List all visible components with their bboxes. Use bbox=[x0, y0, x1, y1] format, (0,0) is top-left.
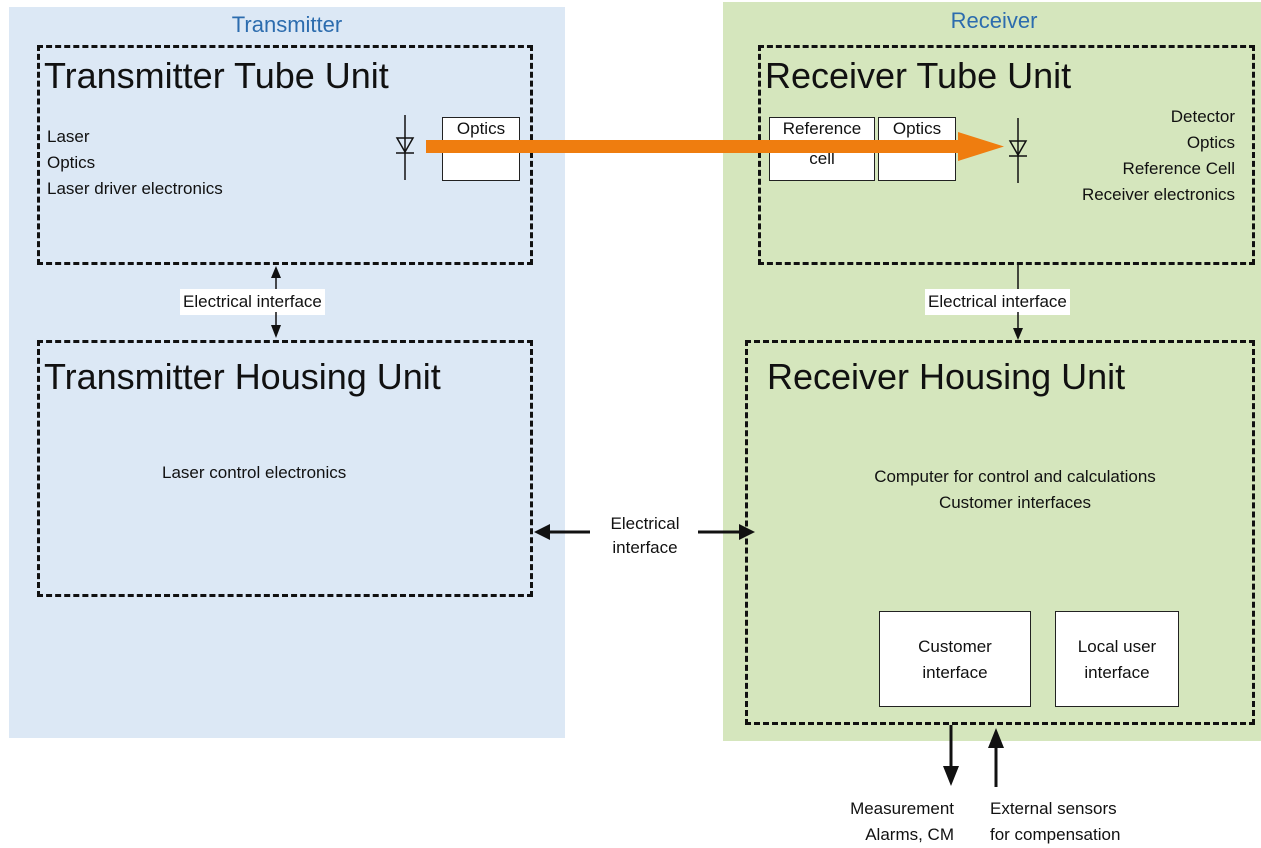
component-detector: Detector bbox=[1170, 107, 1235, 126]
transmitter-housing-unit-title: Transmitter Housing Unit bbox=[44, 356, 441, 397]
transmitter-housing-unit bbox=[37, 340, 533, 597]
component-optics: Optics bbox=[47, 153, 96, 172]
middle-interface-line1: Electrical bbox=[610, 514, 680, 533]
reference-cell-line2: cell bbox=[809, 149, 835, 168]
receiver-housing-components: Computer for control and calculations Cu… bbox=[820, 464, 1210, 516]
output-left-line1: Measurement bbox=[850, 799, 954, 818]
transmitter-interface-label: Electrical interface bbox=[180, 289, 325, 315]
transmitter-interface-arrow bbox=[271, 266, 281, 338]
component-receiver-electronics: Receiver electronics bbox=[1081, 185, 1235, 204]
output-right-line1: External sensors bbox=[990, 799, 1117, 818]
local-ui-line1: Local user bbox=[1077, 637, 1157, 656]
detector-diode-icon bbox=[1008, 118, 1028, 183]
component-laser: Laser bbox=[47, 127, 90, 146]
customer-interface-line1: Customer bbox=[918, 637, 992, 656]
local-user-interface-box: Local user interface bbox=[1055, 611, 1179, 707]
middle-interface-arrows bbox=[534, 524, 755, 540]
receiver-interface-label: Electrical interface bbox=[925, 289, 1070, 315]
local-ui-line2: interface bbox=[1084, 663, 1150, 682]
component-rx-optics: Optics bbox=[1186, 133, 1235, 152]
input-up-arrow bbox=[988, 728, 1004, 787]
output-left-line2: Alarms, CM bbox=[865, 825, 954, 844]
middle-interface-label: Electrical interface bbox=[575, 512, 715, 560]
receiver-interface-arrow bbox=[1013, 265, 1023, 340]
laser-diode-icon bbox=[395, 115, 415, 180]
output-measurement: Measurement Alarms, CM bbox=[822, 796, 954, 848]
middle-interface-line2: interface bbox=[612, 538, 678, 557]
component-customer-interfaces: Customer interfaces bbox=[938, 493, 1092, 512]
receiver-title: Receiver bbox=[950, 8, 1038, 33]
output-external-sensors: External sensors for compensation bbox=[990, 796, 1120, 848]
output-down-arrow bbox=[943, 725, 959, 786]
component-computer: Computer for control and calculations bbox=[874, 467, 1156, 486]
laser-beam-arrow bbox=[426, 132, 1004, 161]
receiver-housing-unit-title: Receiver Housing Unit bbox=[767, 356, 1126, 397]
component-reference-cell: Reference Cell bbox=[1122, 159, 1235, 178]
transmitter-tube-components: Laser Optics Laser driver electronics bbox=[47, 124, 223, 202]
customer-interface-line2: interface bbox=[922, 663, 988, 682]
transmitter-tube-unit bbox=[37, 45, 533, 265]
receiver-tube-unit-title: Receiver Tube Unit bbox=[765, 55, 1072, 96]
customer-interface-box: Customer interface bbox=[879, 611, 1031, 707]
laser-control-electronics: Laser control electronics bbox=[162, 463, 347, 482]
output-right-line2: for compensation bbox=[990, 825, 1121, 844]
receiver-tube-unit bbox=[758, 45, 1255, 265]
receiver-tube-components: Detector Optics Reference Cell Receiver … bbox=[1082, 104, 1235, 208]
transmitter-title: Transmitter bbox=[231, 12, 343, 37]
component-laser-driver: Laser driver electronics bbox=[47, 179, 223, 198]
transmitter-tube-unit-title: Transmitter Tube Unit bbox=[44, 55, 389, 96]
